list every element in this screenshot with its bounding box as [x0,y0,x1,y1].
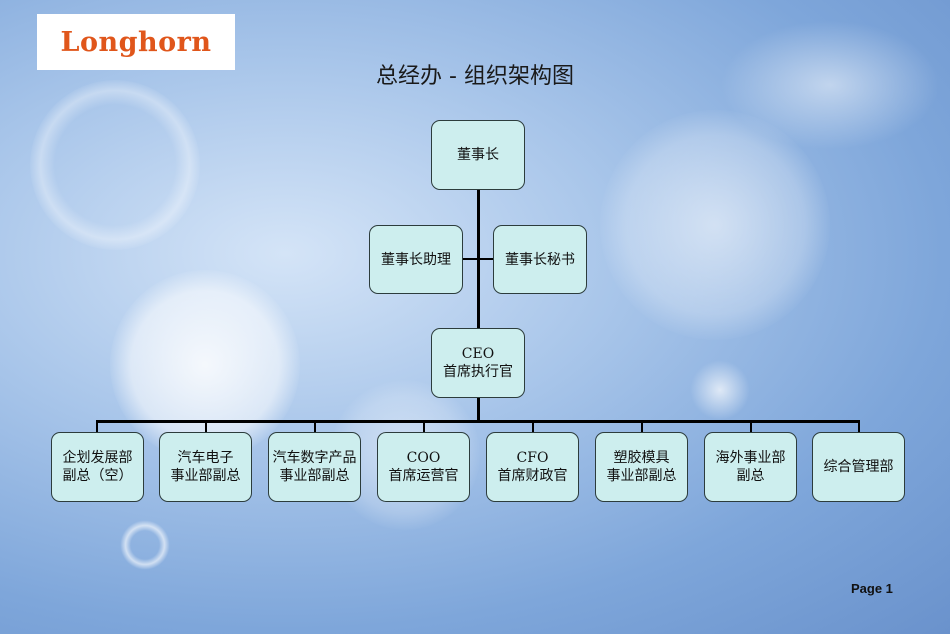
node-label-line1: 汽车电子 [177,450,234,466]
node-chairman-assistant[interactable]: 董事长助理 [369,225,463,294]
connector-drop [532,420,534,433]
connector-drop [750,420,752,433]
node-label-line1: 塑胶模具 [613,450,670,466]
background-bokeh [690,360,750,420]
node-dept-planning[interactable]: 企划发展部 副总（空） [51,432,144,502]
node-dept-general-admin[interactable]: 综合管理部 [812,432,905,502]
node-label-line1: 综合管理部 [823,459,894,475]
node-dept-plastic-mold[interactable]: 塑胶模具 事业部副总 [595,432,688,502]
connector-drop [858,420,860,433]
node-dept-auto-digital[interactable]: 汽车数字产品 事业部副总 [268,432,361,502]
slide-title: 总经办 - 组织架构图 [376,64,574,89]
node-label-line2: 事业部副总 [170,468,241,484]
node-label: 董事长秘书 [505,251,575,268]
node-label-line2: 首席财政官 [497,468,568,484]
node-chairman-secretary[interactable]: 董事长秘书 [493,225,587,294]
connector-drop [423,420,425,433]
background-bokeh [600,110,830,340]
connector-departments-bus [96,420,859,423]
connector-drop [314,420,316,433]
background-bokeh [120,520,170,570]
node-label-line2: 事业部副总 [279,468,350,484]
node-label-line2: 首席执行官 [443,364,513,380]
company-logo: Longhorn [37,14,235,70]
connector-drop [96,420,98,433]
node-label-line1: COO [406,450,441,466]
connector-drop [641,420,643,433]
node-label-line2: 副总 [736,468,765,484]
node-label-line2: 副总（空） [62,468,133,484]
node-label-line1: CEO [461,346,495,362]
node-dept-auto-electronics[interactable]: 汽车电子 事业部副总 [159,432,252,502]
page-number: Page 1 [851,581,893,596]
node-dept-overseas[interactable]: 海外事业部 副总 [704,432,797,502]
connector-assistants [462,258,494,260]
background-bokeh [30,80,200,250]
connector-trunk [477,189,480,421]
node-label: 董事长 [457,147,499,163]
node-chairman[interactable]: 董事长 [431,120,525,190]
node-label-line2: 事业部副总 [606,468,677,484]
node-label-line2: 首席运营官 [388,468,459,484]
logo-text: Longhorn [60,26,212,58]
node-label: 董事长助理 [381,251,451,268]
node-label-line1: 汽车数字产品 [272,450,357,466]
node-cfo[interactable]: CFO 首席财政官 [486,432,579,502]
node-coo[interactable]: COO 首席运营官 [377,432,470,502]
node-ceo[interactable]: CEO 首席执行官 [431,328,525,398]
node-label-line1: CFO [516,450,549,466]
node-label-line1: 海外事业部 [715,450,786,466]
node-label-line1: 企划发展部 [62,450,133,466]
connector-drop [205,420,207,433]
